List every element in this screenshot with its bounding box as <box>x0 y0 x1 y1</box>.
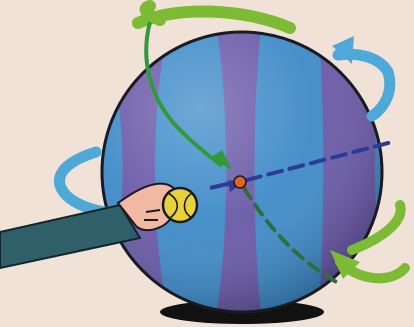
sleeve <box>0 205 140 268</box>
small-ball <box>234 176 246 188</box>
green-rotation-arrow-top <box>146 6 160 20</box>
blue-rotation-arrow-right <box>372 72 390 116</box>
